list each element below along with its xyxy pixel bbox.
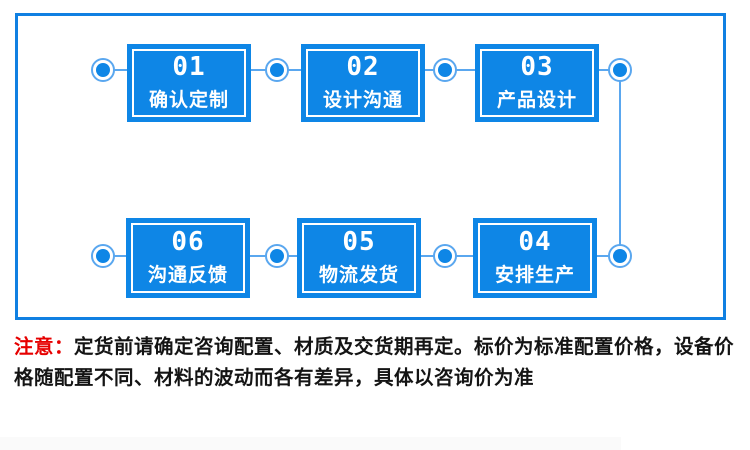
step-block-06: 06 沟通反馈 — [126, 218, 250, 298]
step-label: 产品设计 — [496, 88, 577, 111]
step-block-04: 04 安排生产 — [473, 218, 597, 298]
connector-dot-core — [96, 249, 110, 263]
connector-dot-core — [438, 249, 452, 263]
connector-dot — [608, 58, 632, 82]
connector-dot — [608, 244, 632, 268]
step-number: 06 — [171, 227, 205, 258]
step-number: 02 — [346, 52, 380, 83]
step-number: 03 — [520, 52, 554, 83]
connector-dot-core — [96, 63, 110, 77]
connector-dot — [91, 58, 115, 82]
step-number: 05 — [342, 227, 376, 258]
connector-dot — [91, 244, 115, 268]
connector-dot-core — [270, 63, 284, 77]
connector-dot — [433, 244, 457, 268]
step-label: 确认定制 — [148, 88, 229, 111]
step-block-03: 03 产品设计 — [475, 44, 599, 122]
step-label: 设计沟通 — [322, 88, 403, 111]
connector-dot-core — [613, 249, 627, 263]
step-label: 物流发货 — [318, 263, 399, 286]
connector-line-vertical — [619, 70, 621, 256]
step-block-02: 02 设计沟通 — [301, 44, 425, 122]
note-text: 注意：定货前请确定咨询配置、材质及交货期再定。标价为标准配置价格，设备价格随配置… — [14, 331, 738, 393]
connector-dot — [265, 244, 289, 268]
connector-dot-core — [270, 249, 284, 263]
step-number: 04 — [518, 227, 552, 258]
step-number: 01 — [172, 52, 206, 83]
connector-dot-core — [613, 63, 627, 77]
connector-dot — [433, 58, 457, 82]
step-label: 沟通反馈 — [147, 263, 228, 286]
note-warning-prefix: 注意： — [14, 335, 75, 358]
connector-dot — [265, 58, 289, 82]
bottom-shadow-bar — [0, 437, 621, 450]
step-block-05: 05 物流发货 — [297, 218, 421, 298]
step-label: 安排生产 — [494, 263, 575, 286]
step-block-01: 01 确认定制 — [127, 44, 251, 122]
note-body: 定货前请确定咨询配置、材质及交货期再定。标价为标准配置价格，设备价格随配置不同、… — [14, 335, 735, 389]
connector-dot-core — [438, 63, 452, 77]
